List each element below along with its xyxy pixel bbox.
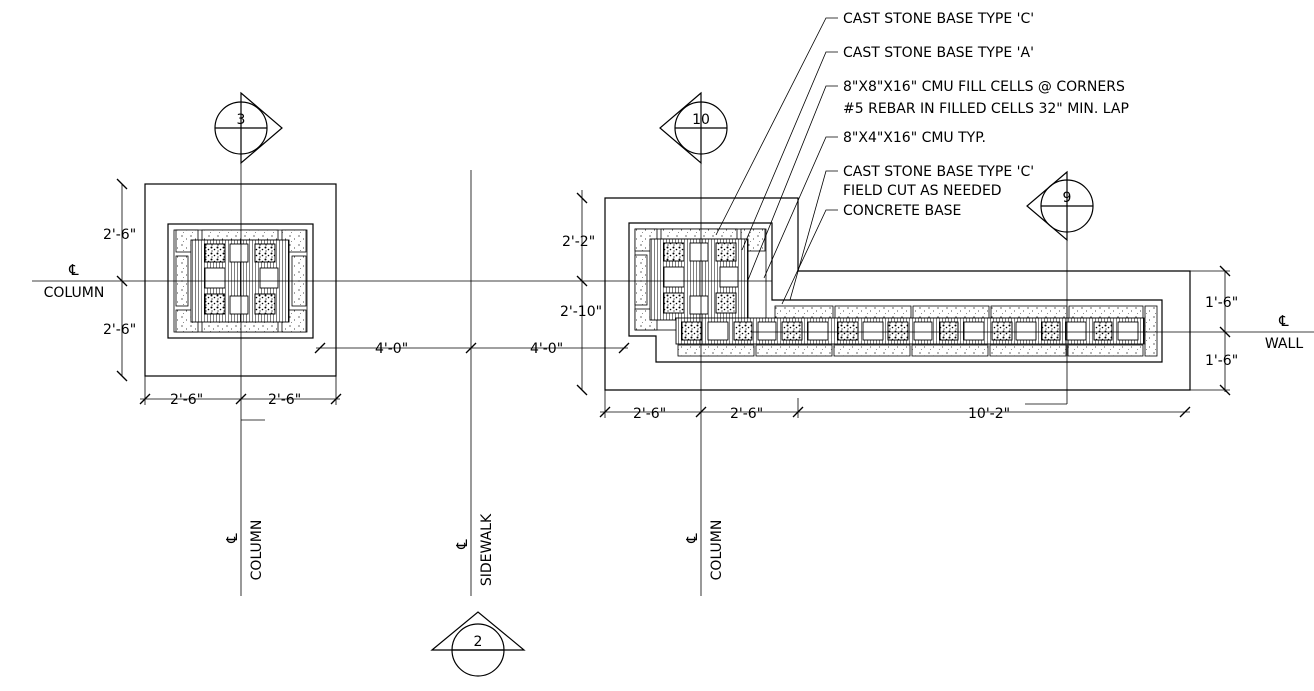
dim-right-w1: 2'-6" bbox=[633, 406, 666, 422]
cl-label-wall: WALL bbox=[1265, 336, 1303, 352]
callout-cast-stone-c: CAST STONE BASE TYPE 'C' bbox=[843, 11, 1034, 27]
centerline-labels: ℄ COLUMN ℄ WALL ℄ COLUMN ℄ SIDEWALK ℄ CO… bbox=[44, 261, 1304, 586]
callout-concrete-base: CONCRETE BASE bbox=[843, 203, 961, 219]
right-dimensions bbox=[576, 190, 1231, 418]
cl-symbol-column-v2: ℄ bbox=[683, 533, 701, 544]
cl-symbol-wall: ℄ bbox=[1278, 312, 1289, 330]
callout-cast-stone-a: CAST STONE BASE TYPE 'A' bbox=[843, 45, 1034, 61]
dim-right-w3: 10'-2" bbox=[968, 406, 1010, 422]
cl-symbol-column-v1: ℄ bbox=[223, 533, 241, 544]
cl-label-sidewalk: SIDEWALK bbox=[479, 513, 495, 586]
right-column-wall-plan bbox=[604, 197, 1191, 391]
callout-leaders bbox=[715, 17, 838, 305]
callout-field-cut: FIELD CUT AS NEEDED bbox=[843, 183, 1002, 199]
dim-right-w2: 2'-6" bbox=[730, 406, 763, 422]
dim-gap-right: 4'-0" bbox=[530, 341, 563, 357]
dim-left-w1: 2'-6" bbox=[170, 392, 203, 408]
dim-left-w2: 2'-6" bbox=[268, 392, 301, 408]
callout-cmu-fill-cells: 8"X8"X16" CMU FILL CELLS @ CORNERS bbox=[843, 79, 1125, 95]
cl-label-column-h: COLUMN bbox=[44, 285, 105, 301]
callout-cmu-typ: 8"X4"X16" CMU TYP. bbox=[843, 130, 986, 146]
cl-label-column-v2: COLUMN bbox=[709, 520, 725, 581]
dim-left-bottom: 2'-6" bbox=[103, 322, 136, 338]
callout-cast-stone-c-field: CAST STONE BASE TYPE 'C' bbox=[843, 164, 1034, 180]
right-cast-stone-outline bbox=[628, 222, 1163, 363]
marker-2-label: 2 bbox=[474, 634, 483, 650]
section-marker-2: 2 bbox=[430, 611, 526, 677]
section-marker-9: 9 bbox=[1026, 170, 1094, 242]
cl-symbol-sidewalk: ℄ bbox=[453, 539, 471, 550]
right-cmu-blocks bbox=[649, 238, 1145, 345]
centerlines bbox=[32, 124, 1314, 596]
left-concrete-base-outline bbox=[144, 183, 337, 377]
cl-symbol-column-h: ℄ bbox=[68, 261, 79, 279]
callout-rebar: #5 REBAR IN FILLED CELLS 32" MIN. LAP bbox=[843, 101, 1129, 117]
callouts: CAST STONE BASE TYPE 'C' CAST STONE BASE… bbox=[843, 11, 1129, 219]
dim-wall-bottom: 1'-6" bbox=[1205, 353, 1238, 369]
marker-3-label: 3 bbox=[237, 112, 246, 128]
dimension-labels: 2'-6" 2'-6" 2'-6" 2'-6" 4'-0" 4'-0" 2'-2… bbox=[103, 227, 1238, 422]
marker-9-label: 9 bbox=[1063, 190, 1072, 206]
dim-wall-top: 1'-6" bbox=[1205, 295, 1238, 311]
dim-left-top: 2'-6" bbox=[103, 227, 136, 243]
dim-gap-left: 4'-0" bbox=[375, 341, 408, 357]
left-dimensions bbox=[116, 178, 630, 405]
left-column-plan bbox=[144, 183, 337, 377]
cl-label-column-v1: COLUMN bbox=[249, 520, 265, 581]
dim-right-top: 2'-2" bbox=[562, 234, 595, 250]
marker-10-label: 10 bbox=[692, 112, 710, 128]
right-cap-stones bbox=[634, 228, 1158, 357]
dim-right-mid: 2'-10" bbox=[560, 304, 602, 320]
section-marker-10: 10 bbox=[659, 91, 728, 165]
section-marker-3: 3 bbox=[214, 91, 283, 165]
